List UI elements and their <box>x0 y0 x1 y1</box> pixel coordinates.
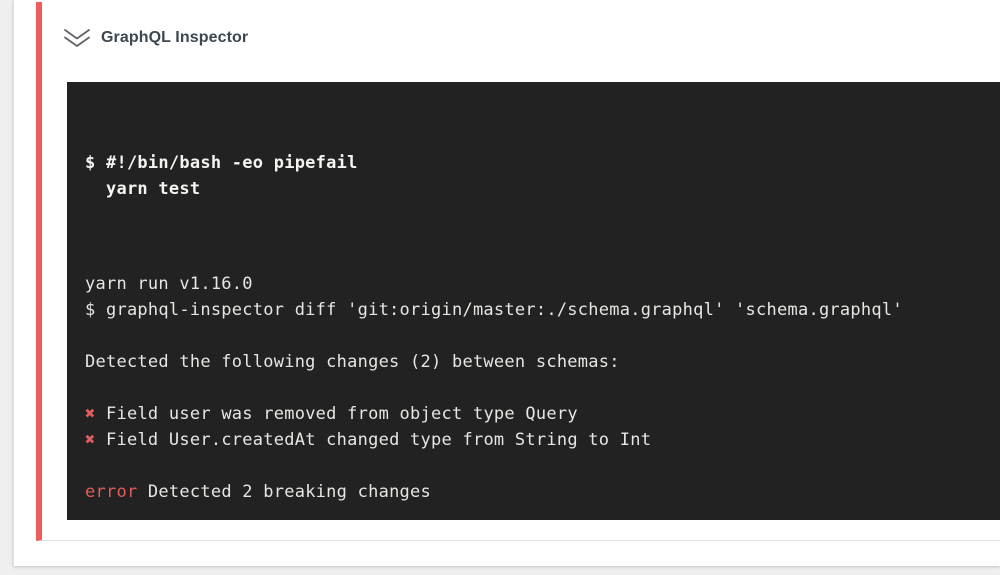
build-step-card: GraphQL Inspector $ #!/bin/bash -eo pipe… <box>13 0 1000 566</box>
terminal-line: yarn test <box>85 179 201 199</box>
terminal-line: yarn run v1.16.0 <box>85 274 253 294</box>
terminal-line: Detected the following changes (2) betwe… <box>85 352 620 372</box>
terminal-line: ✖ Field User.createdAt changed type from… <box>85 430 652 450</box>
terminal-output: $ #!/bin/bash -eo pipefail yarn test yar… <box>67 82 1000 520</box>
terminal-line <box>85 505 1000 520</box>
step-header[interactable]: GraphQL Inspector <box>63 27 1000 49</box>
step-title: GraphQL Inspector <box>101 29 249 46</box>
chevron-double-down-icon[interactable] <box>63 28 91 48</box>
terminal-line <box>85 323 1000 349</box>
terminal-line: ✖ Field user was removed from object typ… <box>85 404 578 424</box>
terminal-line: error Detected 2 breaking changes <box>85 482 432 502</box>
failed-step-section: GraphQL Inspector $ #!/bin/bash -eo pipe… <box>36 2 1000 541</box>
terminal-log: yarn run v1.16.0 $ graphql-inspector diff… <box>85 271 1000 520</box>
terminal-line: $ #!/bin/bash -eo pipefail <box>85 153 358 173</box>
terminal-line <box>85 375 1000 401</box>
terminal-command: $ #!/bin/bash -eo pipefail yarn test <box>85 150 1000 202</box>
terminal-line: $ graphql-inspector diff 'git:origin/mas… <box>85 300 903 320</box>
terminal-line <box>85 453 1000 479</box>
